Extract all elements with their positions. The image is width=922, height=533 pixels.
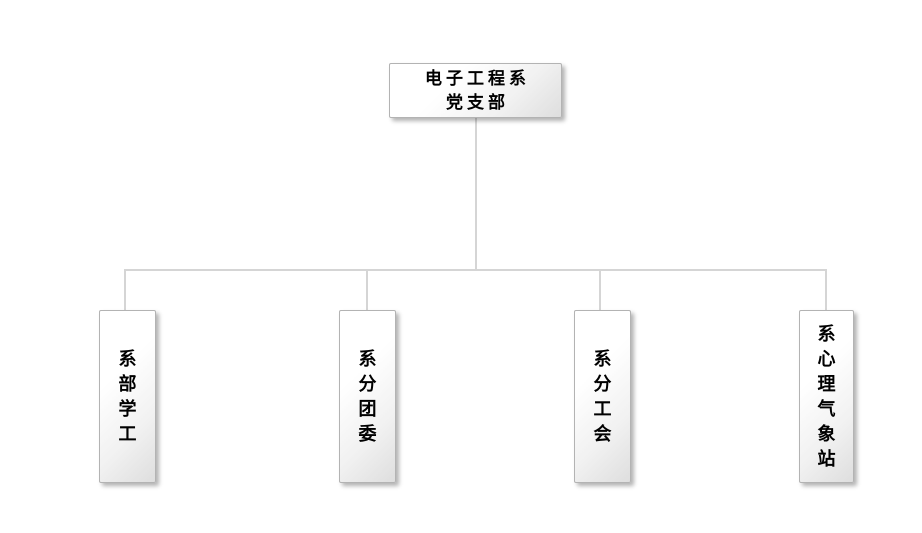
org-node-dept-youth-league: 系分团委 — [339, 310, 396, 483]
connector-child4-vertical — [825, 269, 827, 311]
org-node-dept-labor-union: 系分工会 — [574, 310, 631, 483]
child-label: 系分工会 — [593, 348, 612, 445]
child-label: 系部学工 — [118, 348, 137, 445]
connector-child2-vertical — [366, 269, 368, 311]
org-node-dept-student-affairs: 系部学工 — [99, 310, 156, 483]
org-node-root: 电子工程系 党支部 — [389, 63, 562, 118]
root-label-line2: 党支部 — [446, 92, 509, 113]
connector-child1-vertical — [124, 269, 126, 311]
connector-horizontal-rail — [125, 269, 827, 271]
org-node-dept-psych-weather-station: 系心理气象站 — [799, 310, 854, 483]
root-label-line1: 电子工程系 — [425, 68, 530, 89]
child-label: 系分团委 — [358, 348, 377, 445]
child-label: 系心理气象站 — [817, 323, 836, 470]
connector-child3-vertical — [599, 269, 601, 311]
connector-root-vertical — [475, 118, 477, 270]
